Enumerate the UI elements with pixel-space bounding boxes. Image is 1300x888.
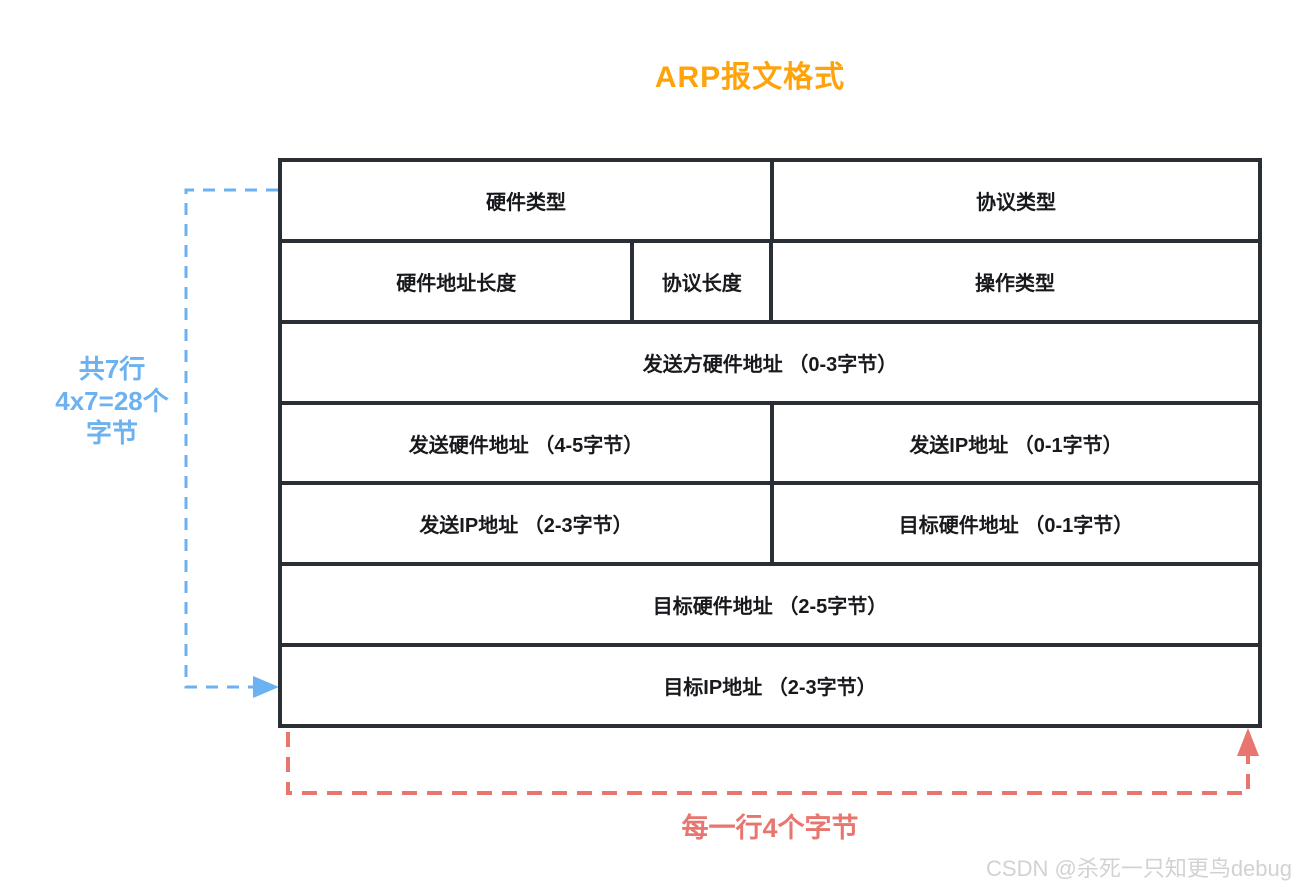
cell-sender-hw-addr-4-5: 发送硬件地址 （4-5字节）	[408, 434, 644, 457]
watermark: CSDN @杀死一只知更鸟debug	[986, 856, 1292, 881]
table-row: 目标IP地址 （2-3字节）	[282, 643, 1258, 724]
cell-sender-hw-addr-0-3: 发送方硬件地址 （0-3字节）	[642, 353, 898, 376]
rows-count-note: 共7行 4x7=28个 字节	[32, 353, 192, 449]
cell-hardware-type: 硬件类型	[486, 191, 566, 214]
rows-count-note-line: 字节	[85, 418, 138, 448]
table-row: 发送硬件地址 （4-5字节） 发送IP地址 （0-1字节）	[282, 400, 1258, 482]
arp-format-table: 硬件类型 协议类型 硬件地址长度 协议长度 操作类型 发送方硬件地址 （0-3字…	[278, 158, 1262, 728]
rows-count-note-line: 共7行	[78, 354, 146, 384]
table-row: 发送方硬件地址 （0-3字节）	[282, 319, 1258, 401]
cell-protocol-type: 协议类型	[770, 162, 1258, 239]
cell-target-ip-2-3: 目标IP地址 （2-3字节）	[663, 677, 877, 700]
rows-bracket-dashed-line	[184, 188, 278, 689]
arrow-right-icon	[253, 676, 279, 698]
bytes-bracket-dashed-line	[286, 732, 1250, 795]
page-title: ARP报文格式	[654, 61, 846, 94]
cell-sender-ip-0-1: 发送IP地址 （0-1字节）	[770, 404, 1258, 482]
bytes-per-row-note: 每一行4个字节	[681, 813, 859, 843]
cell-sender-ip-2-3: 发送IP地址 （2-3字节）	[419, 515, 633, 538]
cell-target-hw-addr-2-5: 目标硬件地址 （2-5字节）	[652, 596, 888, 619]
table-row: 硬件类型 协议类型	[282, 162, 1258, 239]
table-row: 目标硬件地址 （2-5字节）	[282, 562, 1258, 643]
table-row: 硬件地址长度 协议长度 操作类型	[282, 238, 1258, 320]
arrow-up-icon	[1237, 728, 1259, 756]
table-row: 发送IP地址 （2-3字节） 目标硬件地址 （0-1字节）	[282, 481, 1258, 563]
cell-target-hw-addr-0-1: 目标硬件地址 （0-1字节）	[770, 485, 1258, 563]
cell-hardware-addr-length: 硬件地址长度	[396, 272, 517, 295]
cell-operation-type: 操作类型	[769, 242, 1257, 320]
cell-protocol-length: 协议长度	[630, 242, 769, 320]
rows-count-note-line: 4x7=28个	[55, 386, 169, 416]
